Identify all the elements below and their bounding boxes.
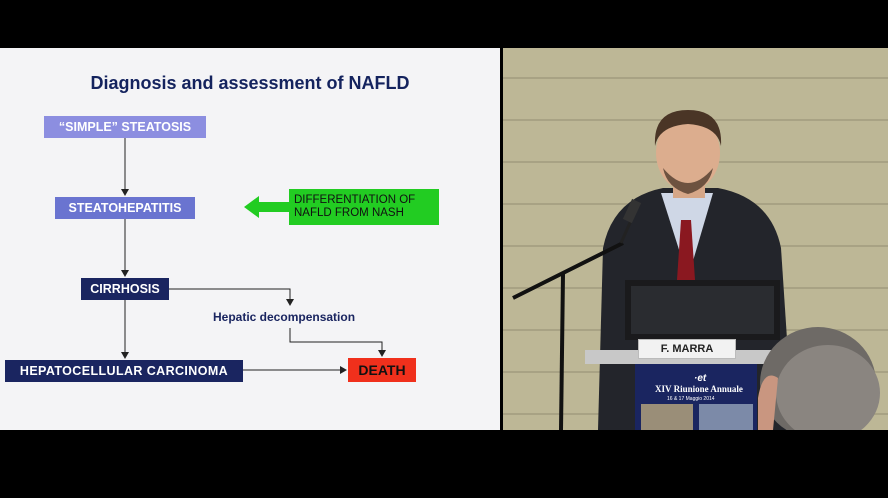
green-arrow-icon [244,196,289,218]
arrow-cirrhosis-to-decompensation [169,288,294,306]
slide-title: Diagnosis and assessment of NAFLD [90,73,410,93]
arrow-decompensation-to-death [289,328,386,357]
flowchart-connectors [121,138,386,374]
speaker-name-card: F. MARRA [638,339,736,359]
node-simple-steatosis: “SIMPLE” STEATOSIS [44,116,206,138]
node-hepatocellular-carcinoma: HEPATOCELLULAR CARCINOMA [5,360,243,382]
node-death: DEATH [348,358,416,382]
event-banner-title: XIV Riunione Annuale [655,384,743,394]
node-differentiation: DIFFERENTIATION OF NAFLD FROM NASH [289,189,439,225]
microphone-icon [512,198,642,430]
presentation-slide: Diagnosis and assessment of NAFLD “SIMPL… [0,48,500,430]
node-steatohepatitis: STEATOHEPATITIS [55,197,195,219]
node-cirrhosis: CIRRHOSIS [81,278,169,300]
event-banner-dates: 16 & 17 Maggio 2014 [667,396,715,402]
speaker-scene [503,48,888,430]
label-hepatic-decompensation: Hepatic decompensation [213,310,356,324]
speaker-video: F. MARRA ·et XIV Riunione Annuale 16 & 1… [503,48,888,430]
audience-head [758,327,880,430]
event-logo: ·et [694,373,707,384]
